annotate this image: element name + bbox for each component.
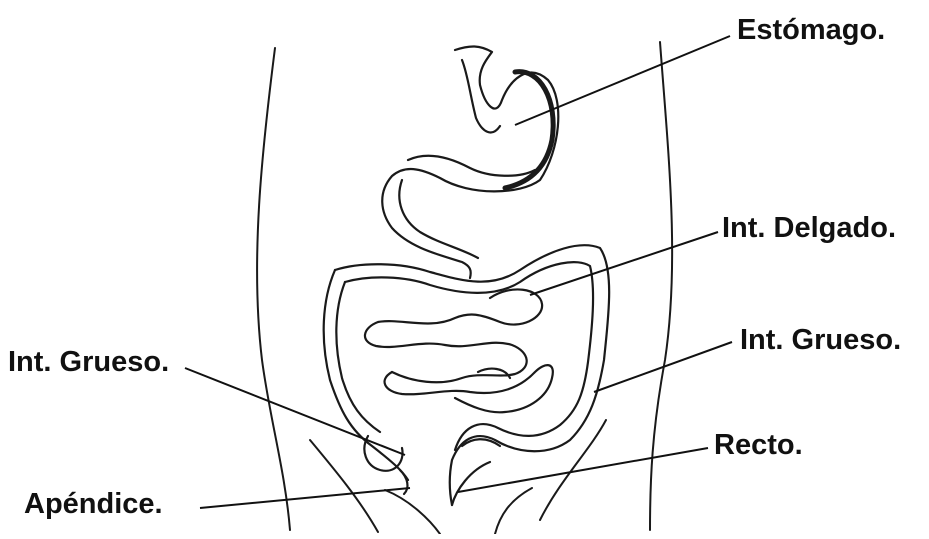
leader-apendice [200, 488, 410, 508]
hip-left-contour [310, 440, 378, 532]
colon-inner-wall [345, 262, 593, 450]
label-int-delgado: Int. Delgado. [722, 214, 896, 243]
leader-int-grueso-right [594, 342, 732, 392]
label-recto: Recto. [714, 431, 803, 460]
pelvis-left-line [385, 490, 440, 534]
stomach [382, 46, 558, 278]
appendix-shape [400, 470, 407, 494]
label-int-grueso-left: Int. Grueso. [8, 348, 169, 377]
small-intestine-coil-upper [365, 289, 542, 382]
rectum-tube [452, 462, 490, 505]
leader-int-grueso-left [185, 368, 405, 455]
stomach-outer-wall [382, 46, 558, 278]
large-intestine [324, 245, 609, 505]
small-intestine-coil-lower [385, 365, 553, 412]
small-intestine-loop-detail [478, 369, 510, 378]
label-int-grueso-right: Int. Grueso. [740, 326, 901, 355]
pelvis-right-line [495, 488, 532, 534]
ascending-colon-outer [324, 270, 408, 480]
label-apendice: Apéndice. [24, 490, 163, 519]
duodenum-tube [399, 180, 478, 258]
label-estomago: Estómago. [737, 16, 885, 45]
torso-left-contour [257, 48, 290, 530]
small-intestine [365, 289, 553, 412]
hip-right-contour [540, 420, 606, 520]
